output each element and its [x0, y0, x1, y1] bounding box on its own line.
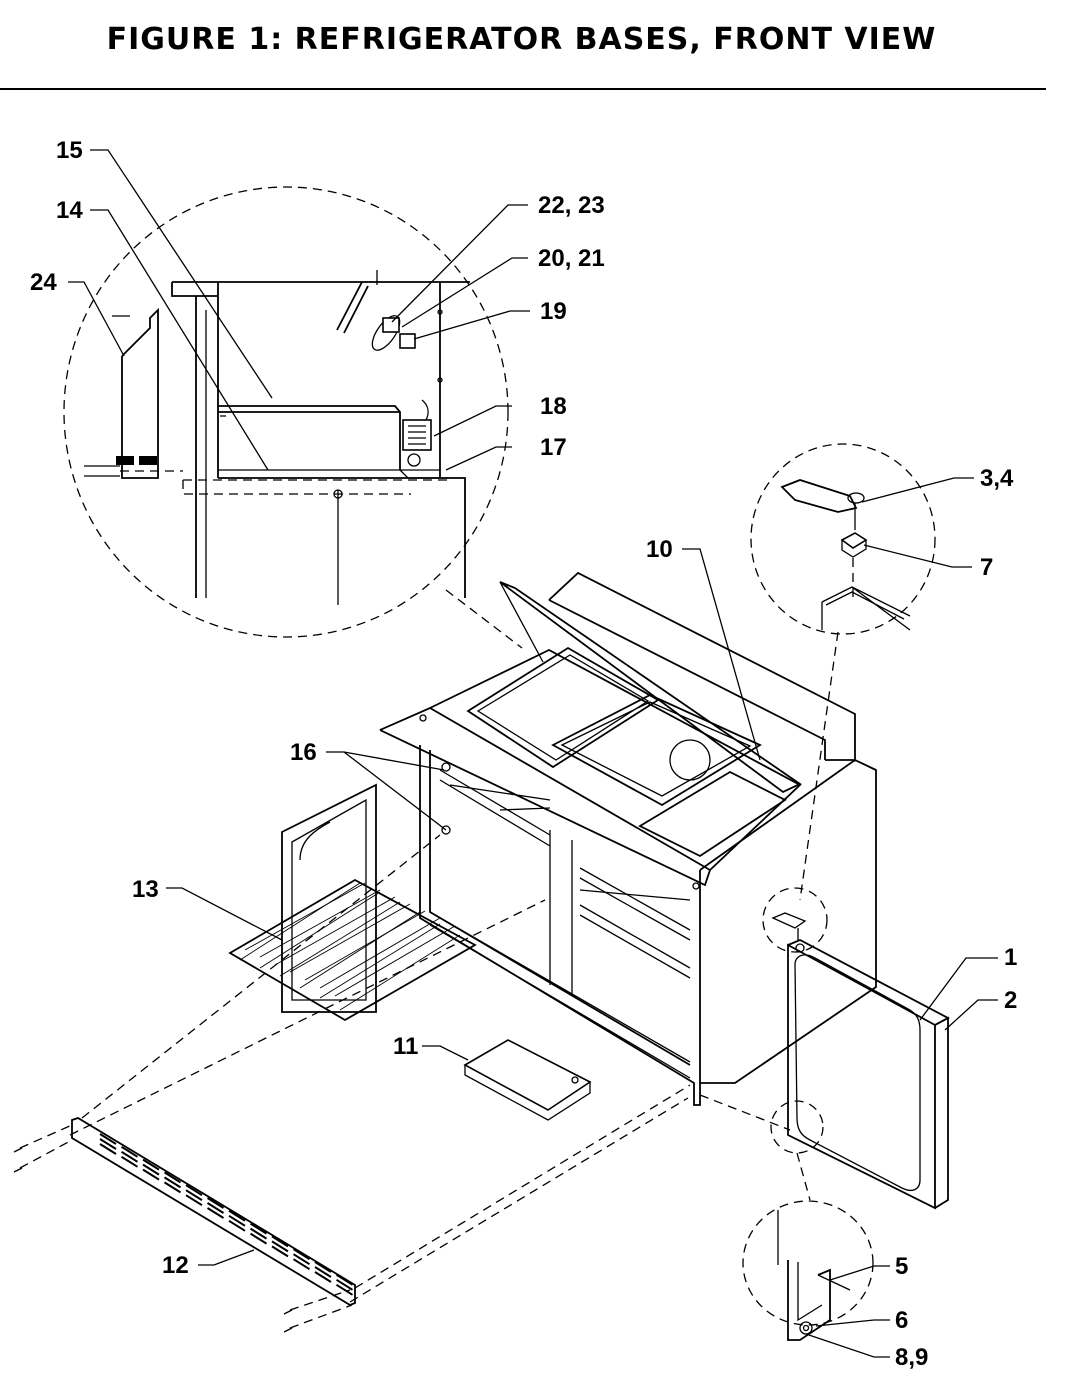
louver-slot [271, 1235, 289, 1248]
louver-slot [206, 1197, 225, 1209]
callout-17: 17 [540, 434, 567, 461]
louver-slot [142, 1158, 160, 1171]
louver-slot [120, 1155, 139, 1168]
callout-10: 10 [646, 536, 673, 563]
left-door [281, 783, 377, 1013]
callout-24: 24 [30, 269, 57, 296]
louver-slot [228, 1219, 246, 1232]
callout-2: 2 [1004, 987, 1017, 1014]
callout-12: 12 [162, 1252, 189, 1279]
refrigerator-cabinet [379, 571, 877, 1106]
screws [13, 1147, 293, 1333]
louver-slot [185, 1184, 203, 1197]
callout-3-4: 3,4 [980, 465, 1014, 492]
callout-5: 5 [895, 1253, 908, 1280]
bottom-hinge-small-circle [770, 1100, 824, 1154]
louver-slot [99, 1143, 117, 1155]
louver-slot [185, 1189, 203, 1202]
louver-slot [228, 1214, 246, 1227]
callout-6: 6 [895, 1307, 908, 1334]
title-divider [0, 88, 1046, 90]
callout-7: 7 [980, 554, 993, 581]
detail-circle-top-hinge [750, 443, 936, 635]
callout-19: 19 [540, 298, 567, 325]
callout-18: 18 [540, 393, 567, 420]
louver-slot [292, 1253, 311, 1266]
louver-slot [292, 1248, 311, 1261]
louver-slot [292, 1258, 311, 1271]
louver-slot [206, 1207, 225, 1219]
detail-circle-bottom-hinge [742, 1152, 874, 1341]
louver-slot [163, 1171, 182, 1184]
louver-slot [142, 1168, 160, 1181]
louver-slot [185, 1194, 203, 1207]
louver-slot [120, 1145, 139, 1158]
louvered-grille [71, 1117, 356, 1307]
louver-slot [163, 1181, 182, 1194]
louver-slot [271, 1240, 289, 1253]
callout-1: 1 [1004, 944, 1017, 971]
louver-slot [335, 1283, 354, 1296]
figure-title: FIGURE 1: REFRIGERATOR BASES, FRONT VIEW [106, 22, 937, 57]
detail-circle-evaporator [63, 186, 509, 638]
small-hinge-circle [762, 887, 828, 953]
louver-slot [163, 1176, 182, 1189]
louver-slot [249, 1232, 268, 1245]
callout-8-9: 8,9 [895, 1344, 928, 1371]
louver-slot [314, 1261, 332, 1273]
callout-14: 14 [56, 197, 83, 224]
louver-slot [335, 1278, 354, 1291]
louver-slot [99, 1138, 117, 1150]
detail-link-line [445, 589, 523, 649]
louver-slot [335, 1273, 354, 1286]
louver-slot [206, 1202, 225, 1214]
louver-slot [142, 1163, 160, 1176]
callout-labels: 15 14 24 22, 23 20, 21 19 18 17 3,4 7 10… [30, 137, 1017, 1371]
callout-22-23: 22, 23 [538, 192, 605, 219]
louver-slot [99, 1133, 117, 1145]
louver-slot [249, 1227, 268, 1240]
assembly-dashed-lines [19, 834, 791, 1329]
louver-slot [314, 1266, 332, 1278]
callout-15: 15 [56, 137, 83, 164]
wire-shelf [228, 878, 477, 1022]
louver-slot [271, 1245, 289, 1258]
callout-11: 11 [393, 1033, 418, 1060]
callout-16: 16 [290, 739, 317, 766]
louver-slot [249, 1222, 268, 1235]
louver-slot [228, 1209, 246, 1222]
callout-20-21: 20, 21 [538, 245, 605, 272]
callout-13: 13 [132, 876, 159, 903]
right-door [787, 939, 950, 1210]
drain-pan [463, 1039, 592, 1121]
leader-lines [68, 149, 998, 1358]
hinge-link-line [799, 631, 839, 901]
louver-slot [120, 1150, 139, 1163]
louver-slot [314, 1271, 332, 1283]
